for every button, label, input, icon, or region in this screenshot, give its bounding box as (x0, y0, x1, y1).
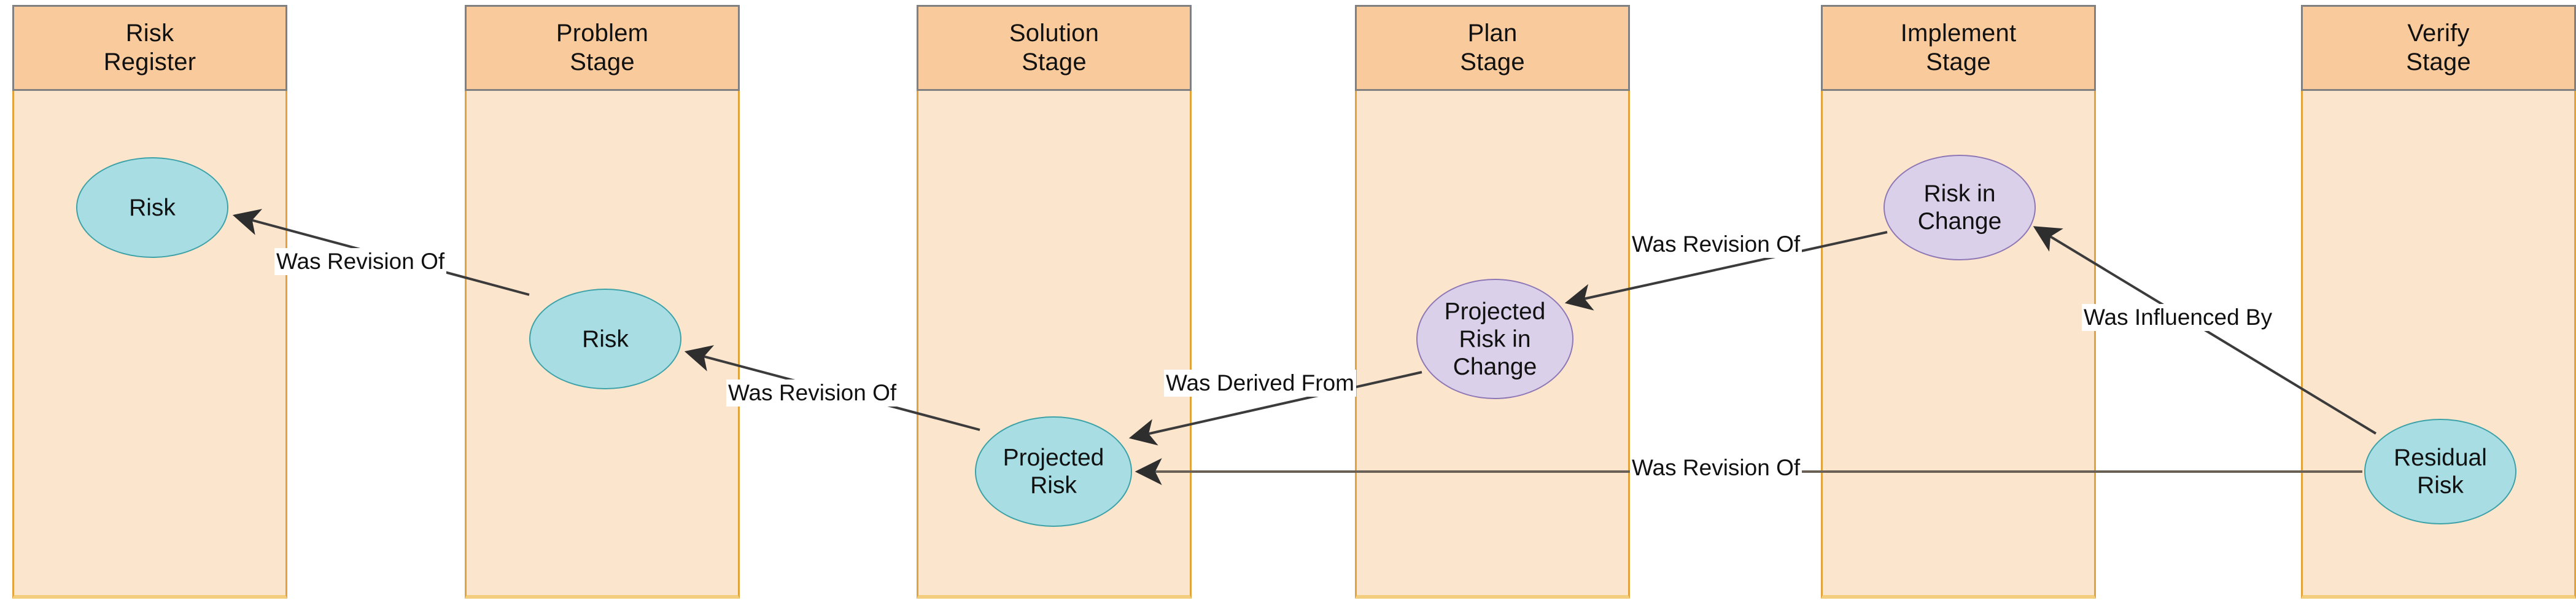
lane-header-line-2: Stage (2406, 49, 2471, 76)
lane-header-line-1: Risk (125, 20, 174, 47)
lane-header-line-2: Stage (1022, 49, 1087, 76)
edge-label-was-revision-of-3: Was Revision Of (1630, 231, 1802, 258)
node-solution-projected-risk[interactable]: Projected Risk (975, 416, 1132, 527)
node-label-line-1: Risk in (1923, 181, 1996, 207)
node-label-line-2: Change (1917, 208, 2002, 235)
node-label-line-3: Change (1453, 353, 1537, 380)
node-verify-residual-risk[interactable]: Residual Risk (2364, 419, 2516, 524)
lane-header-solution-stage: Solution Stage (917, 5, 1192, 91)
edge-was-revision-of-3 (1564, 231, 1888, 311)
node-implement-risk-in-change[interactable]: Risk in Change (1884, 155, 2036, 260)
lane-header-line-2: Stage (1460, 49, 1525, 76)
lane-header-line-1: Implement (1900, 20, 2017, 47)
node-label-line-1: Projected (1003, 445, 1104, 471)
edge-label-was-revision-of-1: Was Revision Of (274, 248, 447, 275)
lane-header-verify-stage: Verify Stage (2301, 5, 2576, 91)
node-label-line-2: Risk (2417, 472, 2464, 499)
edge-was-influenced-by (2033, 226, 2377, 435)
lane-header-line-1: Plan (1467, 20, 1518, 47)
lane-header-line-1: Solution (1009, 20, 1100, 47)
edge-label-was-influenced-by: Was Influenced By (2082, 304, 2275, 331)
node-label-line-2: Risk in (1459, 325, 1531, 352)
edge-label-was-revision-of-2: Was Revision Of (726, 379, 899, 407)
node-label-line-2: Risk (1030, 472, 1077, 499)
lane-header-line-2: Stage (570, 49, 635, 76)
node-plan-projected-risk-in-change[interactable]: Projected Risk in Change (1416, 279, 1573, 399)
lane-header-line-2: Stage (1926, 49, 1991, 76)
lane-header-implement-stage: Implement Stage (1821, 5, 2096, 91)
lane-header-risk-register: Risk Register (12, 5, 287, 91)
lane-header-problem-stage: Problem Stage (465, 5, 740, 91)
node-label-line-1: Projected (1444, 298, 1546, 325)
node-risk-register-risk[interactable]: Risk (76, 157, 228, 258)
node-problem-risk[interactable]: Risk (529, 289, 681, 389)
edge-label-was-derived-from: Was Derived From (1164, 370, 1357, 397)
node-label-line-1: Residual (2394, 445, 2487, 471)
lane-header-line-1: Problem (556, 20, 649, 47)
edge-label-was-revision-of-4: Was Revision Of (1630, 454, 1802, 481)
edge-was-derived-from (1128, 371, 1422, 446)
node-label-line-1: Risk (129, 194, 176, 221)
lane-header-plan-stage: Plan Stage (1355, 5, 1630, 91)
lane-header-line-1: Verify (2407, 20, 2470, 47)
lane-header-line-2: Register (103, 49, 196, 76)
node-label-line-1: Risk (582, 325, 629, 352)
